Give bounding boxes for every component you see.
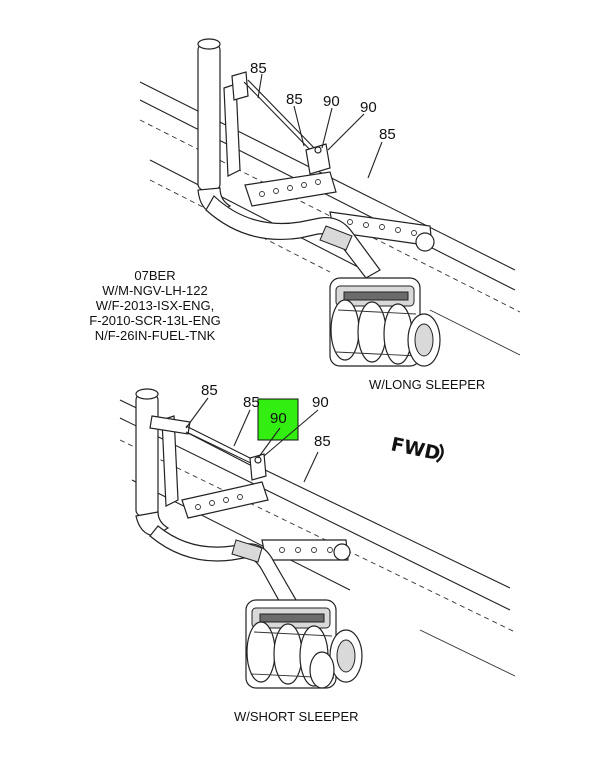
view-label-short-sleeper: W/SHORT SLEEPER (234, 709, 359, 724)
leader-lines (185, 73, 383, 483)
note-line-1: 07BER (134, 268, 175, 283)
forward-direction-indicator: FWD (389, 433, 444, 465)
callout-long-85-a: 85 (250, 60, 267, 77)
fwd-label: FWD (389, 433, 442, 465)
callout-short-90: 90 (312, 394, 329, 411)
short-sleeper-assembly (119, 388, 516, 689)
callout-short-85-c: 85 (314, 433, 331, 450)
fwd-arrow-icon (435, 443, 444, 463)
callout-long-90-b: 90 (360, 99, 377, 116)
callout-short-85-b: 85 (243, 394, 260, 411)
callout-long-90-a: 90 (323, 93, 340, 110)
note-line-5: N/F-26IN-FUEL-TNK (95, 328, 216, 343)
long-sleeper-assembly (139, 38, 521, 367)
callout-short-85-a: 85 (201, 382, 218, 399)
note-line-4: F-2010-SCR-13L-ENG (89, 313, 221, 328)
applicability-note: 07BER W/M-NGV-LH-122 W/F-2013-ISX-ENG, F… (89, 268, 221, 343)
note-line-3: W/F-2013-ISX-ENG, (96, 298, 214, 313)
aftertreatment-module-long (329, 277, 441, 367)
callout-long-85-b: 85 (286, 91, 303, 108)
aftertreatment-module-short (245, 599, 363, 689)
note-line-2: W/M-NGV-LH-122 (102, 283, 207, 298)
view-label-long-sleeper: W/LONG SLEEPER (369, 377, 485, 392)
callout-short-90-highlighted: 90 (270, 410, 287, 427)
callout-long-85-c: 85 (379, 126, 396, 143)
